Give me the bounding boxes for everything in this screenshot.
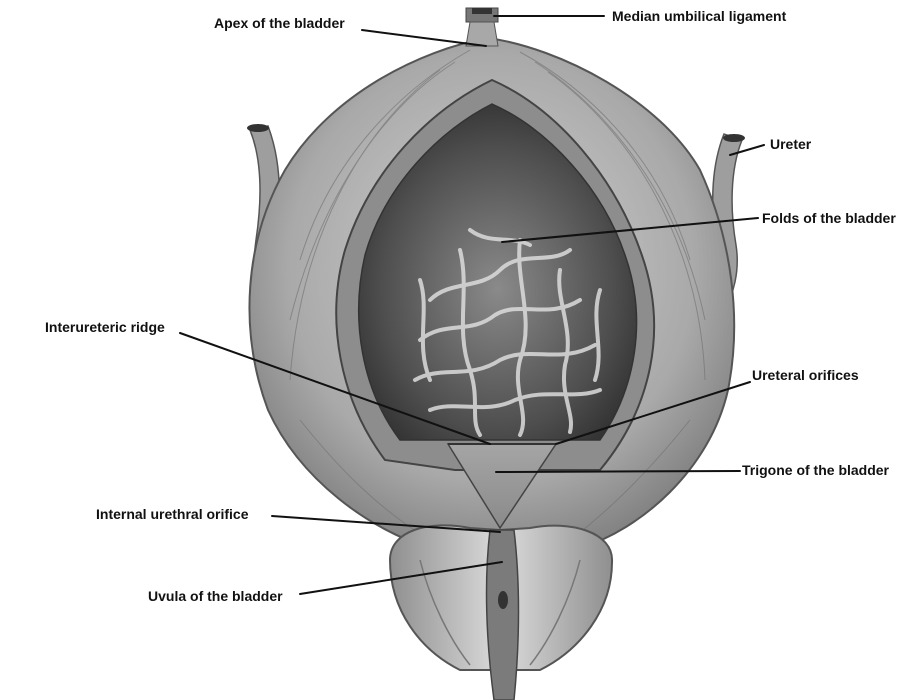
- leader-interureteric-ridge: [179, 332, 491, 445]
- label-folds-of-the-bladder: Folds of the bladder: [762, 210, 896, 226]
- label-apex-of-the-bladder: Apex of the bladder: [214, 15, 345, 31]
- median-umbilical-ligament-stub: [465, 7, 499, 47]
- label-ureter: Ureter: [770, 136, 812, 152]
- leader-ureter: [729, 144, 765, 156]
- label-uvula-of-the-bladder: Uvula of the bladder: [148, 588, 283, 604]
- label-trigone-of-the-bladder: Trigone of the bladder: [742, 462, 890, 478]
- label-median-umbilical-ligament: Median umbilical ligament: [612, 8, 787, 24]
- leader-ureteral-orifices: [555, 381, 751, 445]
- mucosal-folds: [413, 228, 602, 437]
- leader-internal-urethral-orifice: [271, 515, 501, 533]
- leader-lines: [179, 15, 765, 595]
- leader-folds: [501, 217, 759, 243]
- labels: Median umbilical ligament Apex of the bl…: [45, 8, 896, 604]
- label-internal-urethral-orifice: Internal urethral orifice: [96, 506, 249, 522]
- leader-apex: [361, 29, 487, 47]
- label-ureteral-orifices: Ureteral orifices: [752, 367, 859, 383]
- leader-uvula: [299, 561, 503, 595]
- prostate-region: [388, 524, 614, 700]
- label-interureteric-ridge: Interureteric ridge: [45, 319, 165, 335]
- leader-trigone: [495, 470, 741, 473]
- muscle-fibers: [289, 49, 706, 541]
